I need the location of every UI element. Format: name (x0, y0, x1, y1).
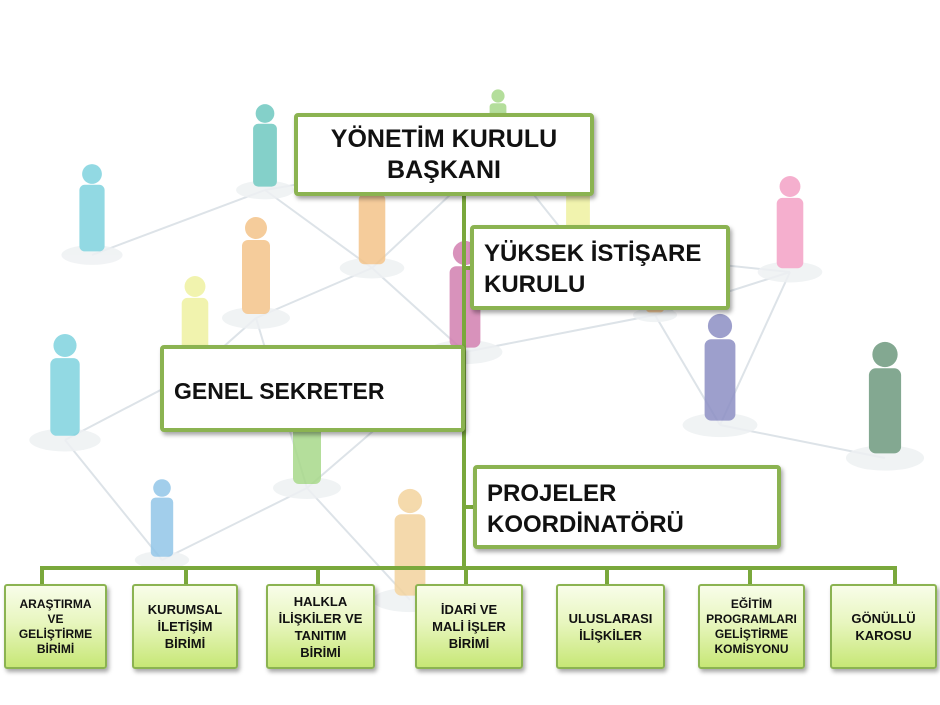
unit-box-training-programs: EĞİTİM PROGRAMLARI GELİŞTİRME KOMİSYONU (698, 584, 805, 669)
network-link (264, 189, 373, 269)
unit-label-line: MALİ İŞLER (432, 619, 506, 634)
projects-coordinator-label-line-1: PROJELER (487, 480, 617, 507)
network-link (91, 189, 266, 256)
unit-label-line: ARAŞTIRMA (19, 596, 92, 611)
general-secretary-box: GENEL SEKRETER (160, 345, 465, 432)
unit-label-line: KAROSU (855, 627, 912, 643)
projects-coordinator-box: PROJELER KOORDİNATÖRÜ (473, 465, 781, 549)
person-icon (757, 176, 823, 283)
person-icon (682, 313, 758, 438)
unit-label-line: EĞİTİM (730, 596, 773, 611)
unit-label-line: BİRİMİ (164, 636, 206, 651)
board-president-label-line-2: BAŞKANI (387, 156, 501, 184)
network-link (64, 439, 163, 561)
unit-label-line: TANITIM (294, 627, 347, 643)
person-icon (134, 479, 190, 569)
advisory-council-label-line-2: KURULU (484, 271, 586, 298)
projects-coordinator-label-line-2: KOORDİNATÖRÜ (487, 511, 684, 538)
unit-label-line: İLİŞKİLER VE (278, 610, 363, 626)
unit-label-line: PROGRAMLARI (706, 611, 797, 626)
unit-label-line: İDARİ VE (440, 602, 498, 617)
advisory-council-box: YÜKSEK İSTİŞARE KURULU (470, 225, 730, 310)
unit-label-line: BİRİMİ (448, 636, 490, 651)
unit-label-line: GÖNÜLLÜ (851, 610, 916, 626)
network-link (371, 267, 466, 353)
unit-label-line: HALKLA (293, 593, 348, 609)
board-president-label-line-1: YÖNETİM KURULU (330, 125, 558, 153)
unit-label-line: BİRİMİ (36, 641, 75, 656)
unit-box-administrative-financial: İDARİ VE MALİ İŞLER BİRİMİ (415, 584, 523, 669)
unit-label-line: İLİŞKİLER (579, 627, 642, 643)
advisory-council-label-line-1: YÜKSEK İSTİŞARE (484, 240, 702, 267)
general-secretary-label: GENEL SEKRETER (174, 378, 385, 404)
unit-box-international-relations: ULUSLARASI İLİŞKİLER (556, 584, 665, 669)
unit-label-line: BİRİMİ (300, 644, 341, 660)
unit-box-volunteer-corps: GÖNÜLLÜ KAROSU (830, 584, 937, 669)
network-link (306, 487, 411, 601)
person-icon (236, 104, 294, 200)
board-president-box: YÖNETİM KURULU BAŞKANI (294, 113, 594, 196)
unit-label-line: GELİŞTİRME (18, 626, 93, 641)
unit-box-research: ARAŞTIRMA VE GELİŞTİRME BİRİMİ (4, 584, 107, 669)
unit-label-line: GELİŞTİRME (714, 626, 789, 641)
person-icon (29, 333, 101, 452)
unit-label-line: VE (47, 611, 64, 626)
unit-label-line: KOMİSYONU (714, 641, 789, 656)
person-icon (845, 341, 925, 471)
person-icon (222, 217, 290, 329)
unit-box-corporate-communication: KURUMSAL İLETİŞİM BİRİMİ (132, 584, 238, 669)
unit-label-line: İLETİŞİM (157, 619, 213, 634)
person-icon (61, 164, 123, 265)
unit-box-public-relations: HALKLA İLİŞKİLER VE TANITIM BİRİMİ (266, 584, 375, 669)
unit-label-line: ULUSLARASI (568, 610, 653, 626)
unit-label-line: KURUMSAL (147, 602, 223, 617)
network-link (161, 487, 308, 561)
